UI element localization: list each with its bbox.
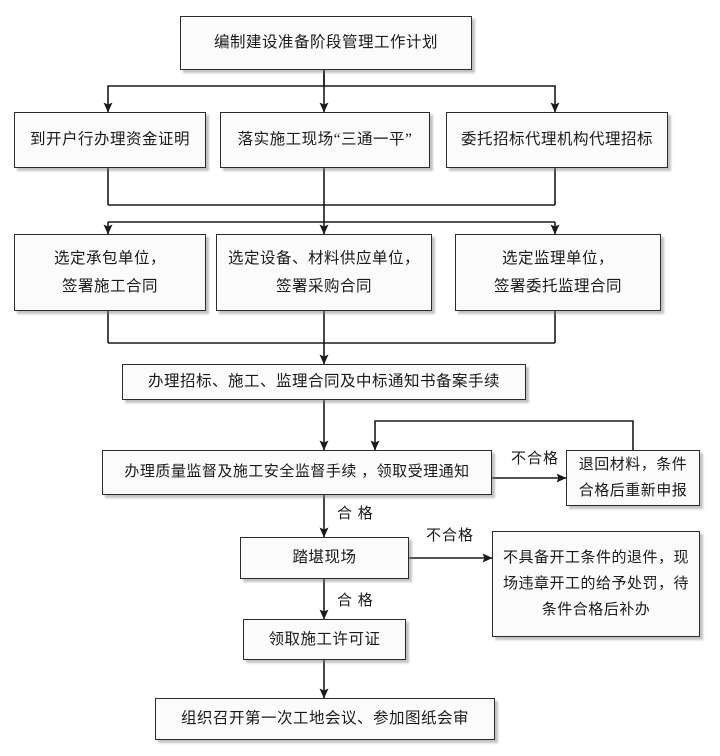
node-n12-line-0: 不具备开工条件的退件，现	[502, 549, 689, 566]
node-n3[interactable]: 落实施工现场“三通一平”	[220, 112, 430, 168]
node-n8-line-0: 办理招标、施工、监理合同及中标通知书备案手续	[147, 373, 500, 391]
node-n3-line-0: 落实施工现场“三通一平”	[237, 131, 413, 149]
node-n12-line-2: 条件合格后补办	[541, 602, 651, 619]
node-n14[interactable]: 组织召开第一次工地会议、参加图纸会审	[155, 698, 495, 740]
edge-n1-n2	[103, 70, 325, 113]
node-n5-line-0: 选定承包单位，	[53, 250, 166, 268]
edge-label-buhege-2: 不合格	[424, 524, 477, 545]
node-n2[interactable]: 到开户行办理资金证明	[14, 112, 206, 168]
node-n5[interactable]: 选定承包单位， 签署施工合同	[14, 234, 206, 311]
node-n2-line-0: 到开户行办理资金证明	[29, 131, 190, 149]
node-n7-line-0: 选定监理单位，	[501, 250, 614, 268]
node-n6-line-0: 选定设备、材料供应单位，	[227, 250, 420, 268]
edge-n1-n4	[324, 85, 560, 113]
edge-label-buhege-1: 不合格	[509, 447, 562, 468]
node-n11[interactable]: 踏堪现场	[240, 537, 409, 579]
edge-label-hege-1: 合 格	[335, 502, 376, 523]
node-n9[interactable]: 办理质量监督及施工安全监督手续 ，领取受理通知	[102, 450, 492, 495]
node-n14-line-0: 组织召开第一次工地会议、参加图纸会审	[180, 710, 469, 728]
node-n9-line-0: 办理质量监督及施工安全监督手续 ，领取受理通知	[124, 464, 470, 481]
node-n10-line-0: 退回材料，条件	[578, 456, 688, 473]
node-n6-line-1: 签署采购合同	[275, 277, 372, 295]
node-n10-line-1: 合格后重新申报	[578, 483, 688, 499]
edge-label-hege-2: 合 格	[335, 589, 376, 610]
node-n4[interactable]: 委托招标代理机构代理招标	[446, 112, 668, 168]
node-n12[interactable]: 不具备开工条件的退件，现 场违章开工的给予处罚，待 条件合格后补办	[492, 531, 700, 637]
node-n8[interactable]: 办理招标、施工、监理合同及中标通知书备案手续	[122, 364, 526, 400]
node-n1[interactable]: 编制建设准备阶段管理工作计划	[180, 16, 472, 70]
node-n10[interactable]: 退回材料，条件 合格后重新申报	[566, 450, 700, 506]
node-n7[interactable]: 选定监理单位， 签署委托监理合同	[455, 234, 661, 311]
edge-n10-feedback	[370, 420, 634, 451]
node-n13-line-0: 领取施工许可证	[268, 630, 381, 648]
node-n12-line-1: 场违章开工的给予处罚，待	[502, 575, 689, 592]
node-n13[interactable]: 领取施工许可证	[243, 619, 406, 660]
node-n11-line-0: 踏堪现场	[292, 549, 357, 567]
node-n7-line-1: 签署委托监理合同	[493, 277, 622, 295]
node-n1-line-0: 编制建设准备阶段管理工作计划	[213, 34, 438, 52]
node-n6[interactable]: 选定设备、材料供应单位， 签署采购合同	[216, 234, 432, 311]
node-n5-line-1: 签署施工合同	[61, 277, 158, 295]
node-n4-line-0: 委托招标代理机构代理招标	[460, 131, 653, 149]
